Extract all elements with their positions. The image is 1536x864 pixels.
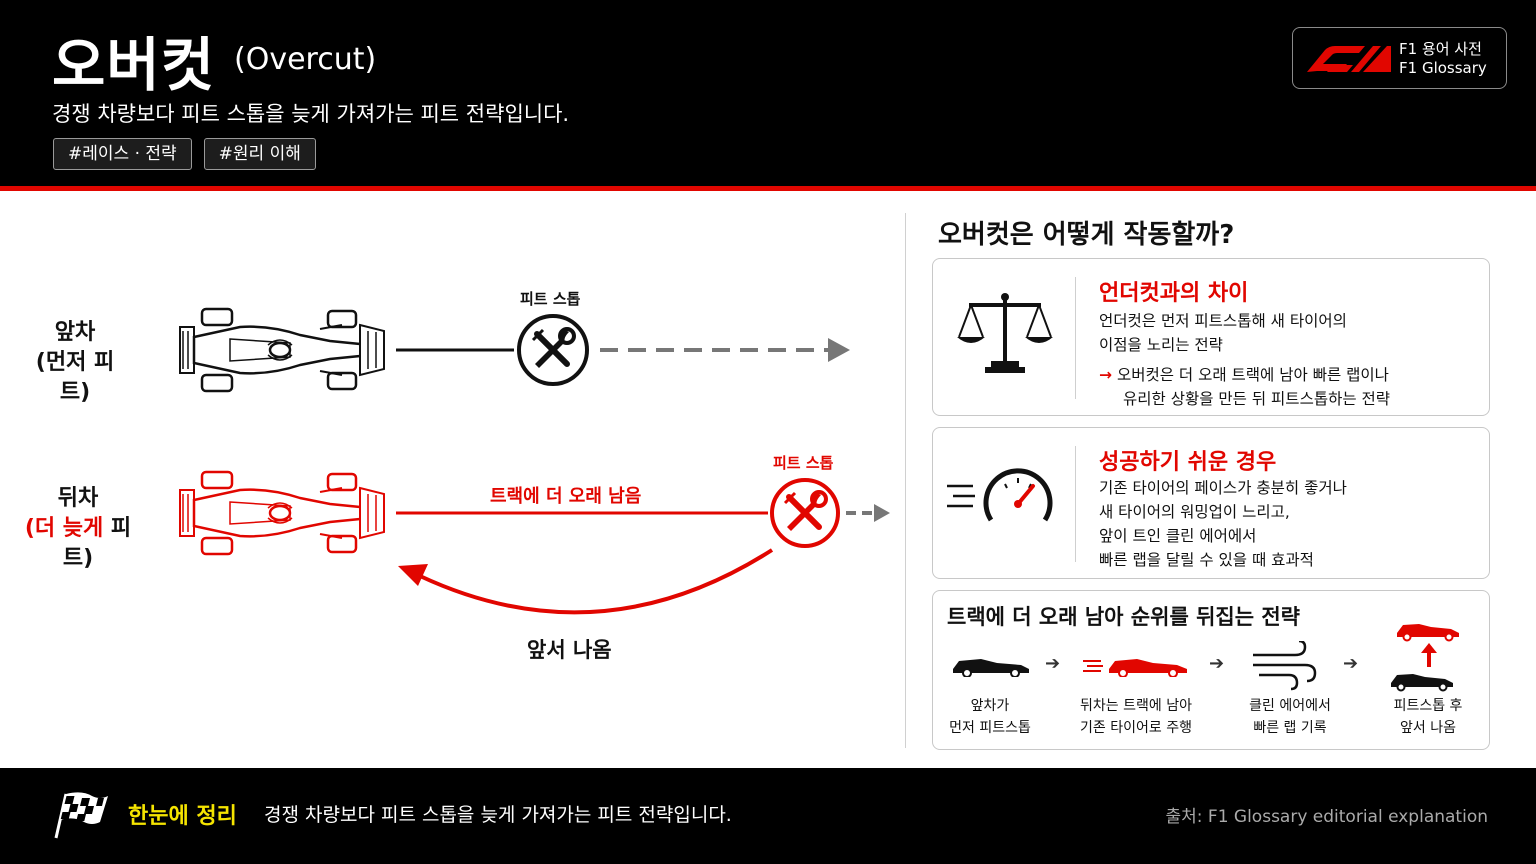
f1-logo-icon bbox=[1307, 46, 1391, 72]
badge-title-korean: F1 용어 사전 bbox=[1399, 40, 1482, 58]
card-steps-title: 트랙에 더 오래 남아 순위를 뒤집는 전략 bbox=[947, 605, 1300, 629]
red-arrow-icon: → bbox=[1099, 366, 1112, 384]
step-arrow-icon: ➔ bbox=[1343, 653, 1359, 674]
pit-stop-label-bottom: 피트 스톱 bbox=[773, 454, 834, 472]
page-title: 오버컷 bbox=[52, 31, 216, 99]
lead-car-icon bbox=[178, 307, 386, 393]
card-text-line: 유리한 상황을 만든 뒤 피트스톱하는 전략 bbox=[1123, 390, 1391, 408]
trail-car-arrow-head bbox=[874, 504, 890, 522]
footer: 한눈에 정리 경쟁 차량보다 피트 스톱을 늦게 가져가는 피트 전략입니다. … bbox=[0, 768, 1536, 864]
step-3-caption: 클린 에어에서 빠른 랩 기록 bbox=[1249, 698, 1331, 736]
card-undercut-difference: 언더컷과의 차이 언더컷은 먼저 피트스톱해 새 타이어의 이점을 노리는 전략… bbox=[932, 258, 1490, 416]
header: 오버컷 (Overcut) 경쟁 차량보다 피트 스톱을 늦게 가져가는 피트 … bbox=[0, 0, 1536, 186]
card-text-line: 새 타이어의 워밍업이 느리고, bbox=[1099, 503, 1290, 521]
lead-car-arrow-head bbox=[828, 338, 850, 362]
card-text-line: 언더컷은 먼저 피트스톱해 새 타이어의 bbox=[1099, 312, 1347, 330]
card-text-line: → 오버컷은 더 오래 트랙에 남아 빠른 랩이나 bbox=[1099, 366, 1389, 384]
card-text-line: 빠른 랩을 달릴 수 있을 때 효과적 bbox=[1099, 551, 1314, 569]
header-accent-bar bbox=[0, 186, 1536, 191]
come-out-ahead-arrow-head bbox=[398, 564, 428, 586]
card-text-line: 기존 타이어의 페이스가 충분히 좋거나 bbox=[1099, 479, 1347, 497]
lead-car-label: 앞차 (먼저 피트) bbox=[35, 320, 115, 405]
step-arrow-icon: ➔ bbox=[1045, 653, 1061, 674]
card-success-conditions: 성공하기 쉬운 경우 기존 타이어의 페이스가 충분히 좋거나 새 타이어의 워… bbox=[932, 427, 1490, 579]
card-text-line: 앞이 트인 클린 에어에서 bbox=[1099, 527, 1257, 545]
stay-out-label: 트랙에 더 오래 남음 bbox=[490, 486, 642, 507]
step-2-caption: 뒤차는 트랙에 남아 기존 타이어로 주행 bbox=[1080, 698, 1192, 736]
panel-title: 오버컷은 어떻게 작동할까? bbox=[938, 220, 1235, 250]
badge-title-english: F1 Glossary bbox=[1399, 59, 1487, 77]
tag-understanding[interactable]: #원리 이해 bbox=[203, 138, 316, 170]
step-1-caption: 앞차가 먼저 피트스톱 bbox=[949, 698, 1031, 736]
page-subtitle: 경쟁 차량보다 피트 스톱을 늦게 가져가는 피트 전략입니다. bbox=[52, 102, 570, 126]
tag-list: #레이스 · 전략 #원리 이해 bbox=[53, 138, 316, 170]
step-4-caption: 피트스톱 후 앞서 나옴 bbox=[1393, 698, 1463, 736]
card-separator bbox=[1075, 446, 1076, 562]
card-heading: 성공하기 쉬운 경우 bbox=[1099, 450, 1277, 475]
footer-key-label: 한눈에 정리 bbox=[128, 804, 237, 829]
step-2-trail-car-icon bbox=[1083, 659, 1187, 677]
pit-stop-label-top: 피트 스톱 bbox=[520, 290, 581, 308]
step-arrow-icon: ➔ bbox=[1209, 653, 1225, 674]
scales-icon bbox=[957, 293, 1053, 373]
page-title-english: (Overcut) bbox=[234, 42, 377, 77]
speedometer-icon bbox=[947, 468, 1053, 522]
card-strategy-steps: 트랙에 더 오래 남아 순위를 뒤집는 전략 ➔ ➔ ➔ 앞차가 먼저 피트스톱… bbox=[932, 590, 1490, 750]
step-4-overtake-icon bbox=[1391, 624, 1459, 692]
trail-car-icon bbox=[178, 470, 386, 556]
card-separator bbox=[1075, 277, 1076, 399]
card-text-line: 이점을 노리는 전략 bbox=[1099, 336, 1223, 354]
step-1-lead-car-icon bbox=[953, 659, 1029, 677]
tag-race-strategy[interactable]: #레이스 · 전략 bbox=[53, 138, 192, 170]
card-heading: 언더컷과의 차이 bbox=[1099, 281, 1249, 306]
footer-summary: 경쟁 차량보다 피트 스톱을 늦게 가져가는 피트 전략입니다. bbox=[264, 804, 732, 826]
overcut-diagram: 앞차 (먼저 피트) 뒤차 (더 늦게 피트) bbox=[0, 200, 900, 760]
come-out-ahead-label: 앞서 나옴 bbox=[527, 638, 612, 662]
trail-car-label: 뒤차 (더 늦게 피트) bbox=[24, 486, 132, 571]
diagram-graphics bbox=[178, 307, 890, 615]
footer-source: 출처: F1 Glossary editorial explanation bbox=[1165, 807, 1489, 827]
come-out-ahead-arrow bbox=[419, 548, 774, 615]
checkered-flag-icon bbox=[54, 792, 108, 839]
glossary-badge: F1 용어 사전 F1 Glossary bbox=[1292, 27, 1507, 89]
section-divider bbox=[905, 213, 906, 748]
step-3-clean-air-icon bbox=[1253, 641, 1317, 691]
